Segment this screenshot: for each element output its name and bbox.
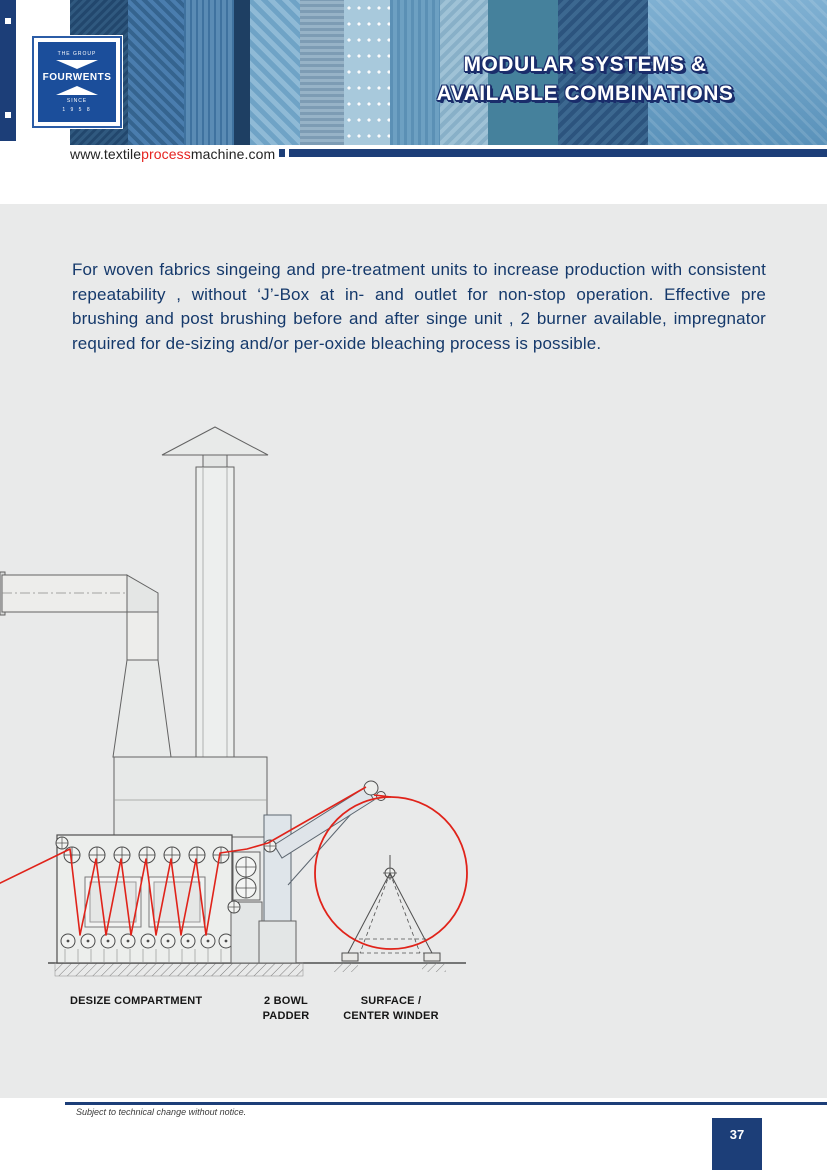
website-url-suffix: machine.com <box>190 146 276 162</box>
header-rule-square <box>279 149 285 157</box>
label-desize-compartment: DESIZE COMPARTMENT <box>70 995 203 1007</box>
accent-notch <box>5 112 11 118</box>
accent-notch <box>5 18 11 24</box>
logo-emblem-icon <box>56 60 98 69</box>
page-title: MODULAR SYSTEMS & AVAILABLE COMBINATIONS <box>350 50 820 108</box>
fabric-texture-strip <box>184 0 234 145</box>
logo-emblem-icon <box>56 86 98 95</box>
chimney-stack <box>161 426 269 760</box>
footer-rule <box>65 1102 827 1105</box>
fabric-path <box>0 786 468 950</box>
fabric-texture-strip <box>234 0 250 145</box>
page-title-line2: AVAILABLE COMBINATIONS <box>436 82 734 105</box>
logo-group-text: THE GROUP <box>57 51 97 57</box>
company-logo: THE GROUP FOURWENTS SINCE 1 9 5 8 <box>32 36 122 128</box>
singe-housing <box>113 756 268 838</box>
header-rule-bar <box>289 149 827 157</box>
label-two-bowl-padder: 2 BOWL PADDER <box>250 994 322 1024</box>
company-logo-inner: THE GROUP FOURWENTS SINCE 1 9 5 8 <box>38 42 116 122</box>
label-padder-line2: PADDER <box>262 1010 310 1022</box>
fabric-texture-strip <box>390 0 440 145</box>
label-surface-center-winder: SURFACE / CENTER WINDER <box>330 994 452 1024</box>
website-url[interactable]: www.textileprocessmachine.com <box>70 146 275 164</box>
fabric-roll <box>314 796 468 950</box>
fabric-texture-strip <box>648 0 827 145</box>
page-header: THE GROUP FOURWENTS SINCE 1 9 5 8 MODULA… <box>0 0 827 146</box>
fabric-banner-image <box>70 0 827 145</box>
center-winder-frame <box>341 855 441 962</box>
ground-line <box>48 962 466 977</box>
fabric-texture-strip <box>488 0 558 145</box>
machine-diagram <box>0 415 520 995</box>
footer-disclaimer: Subject to technical change without noti… <box>76 1107 247 1117</box>
logo-since-text: SINCE <box>66 98 88 104</box>
left-accent-bar <box>0 0 16 141</box>
brush-unit <box>258 780 386 964</box>
fabric-texture-strip <box>128 0 184 145</box>
page-title-line1: MODULAR SYSTEMS & <box>463 53 707 76</box>
website-url-prefix: www.textile <box>70 146 142 162</box>
logo-brand-name: FOURWENTS <box>42 72 112 83</box>
logo-year-text: 1 9 5 8 <box>62 107 92 113</box>
page-number-badge: 37 <box>712 1118 762 1170</box>
fabric-texture-strip <box>440 0 488 145</box>
website-url-highlight: process <box>141 146 191 162</box>
label-winder-line2: CENTER WINDER <box>343 1010 439 1022</box>
intro-paragraph: For woven fabrics singeing and pre-treat… <box>72 260 766 353</box>
fabric-texture-strip <box>250 0 300 145</box>
label-winder-line1: SURFACE / <box>360 995 422 1007</box>
fabric-texture-strip <box>300 0 344 145</box>
fabric-texture-strip <box>558 0 648 145</box>
two-bowl-padder <box>227 851 263 964</box>
exhaust-duct <box>0 571 172 758</box>
label-padder-line1: 2 BOWL <box>264 995 308 1007</box>
desize-compartment <box>55 834 234 964</box>
fabric-texture-strip <box>344 0 390 145</box>
